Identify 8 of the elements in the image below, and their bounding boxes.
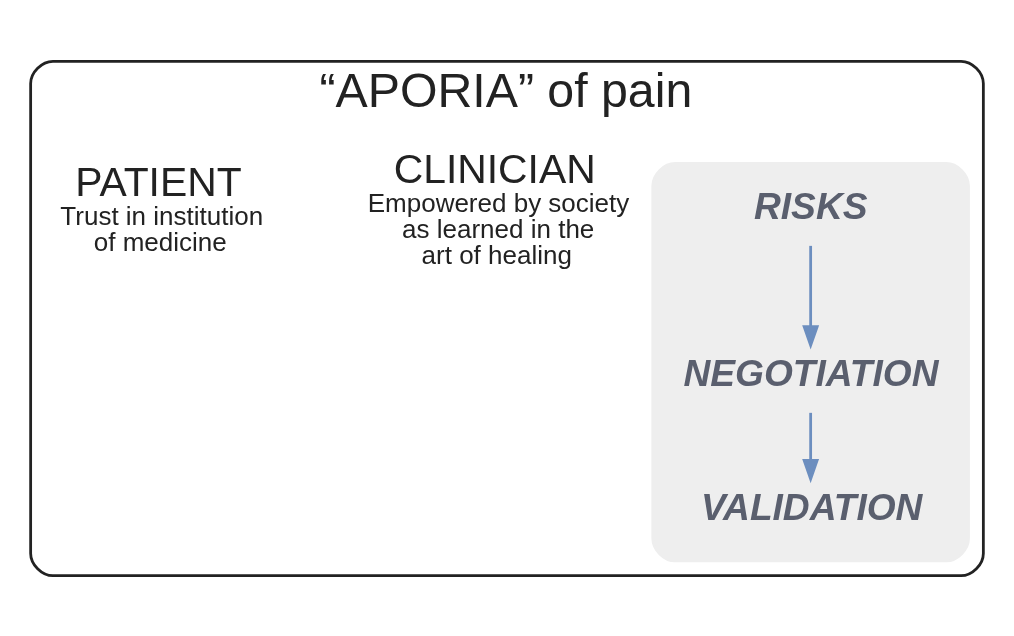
arrow — [802, 245, 820, 350]
node-text: RISKS — [754, 184, 868, 227]
arrow — [802, 412, 820, 483]
node-text: VALIDATION — [701, 485, 923, 528]
cluster — [651, 161, 970, 562]
node-text: NEGOTIATION — [683, 351, 939, 394]
node-text: PATIENT Trust in institution of medicine — [60, 158, 264, 257]
node-text: CLINICIAN Empowered by society as learned in the art of healing — [367, 145, 630, 270]
